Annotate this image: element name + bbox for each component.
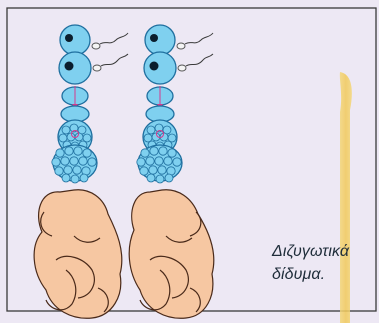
- figure-caption: Διζυγωτικά δίδυμα.: [272, 240, 376, 286]
- two-cell-stage: [62, 86, 88, 108]
- right-twin-lineage: [129, 25, 214, 318]
- caption-line-1: Διζυγωτικά: [272, 240, 376, 263]
- two-cell-stage: [147, 86, 173, 108]
- fetus-icon: [129, 190, 214, 319]
- sperm-icon: [177, 33, 213, 71]
- sperm-icon: [92, 33, 128, 71]
- zygote-icon: [59, 25, 91, 84]
- blastocyst-icon: [52, 145, 97, 183]
- zygote-icon: [144, 25, 176, 84]
- blastocyst-icon: [137, 145, 182, 183]
- left-twin-lineage: [34, 25, 128, 318]
- caption-line-2: δίδυμα.: [272, 263, 376, 286]
- fetus-icon: [34, 190, 122, 319]
